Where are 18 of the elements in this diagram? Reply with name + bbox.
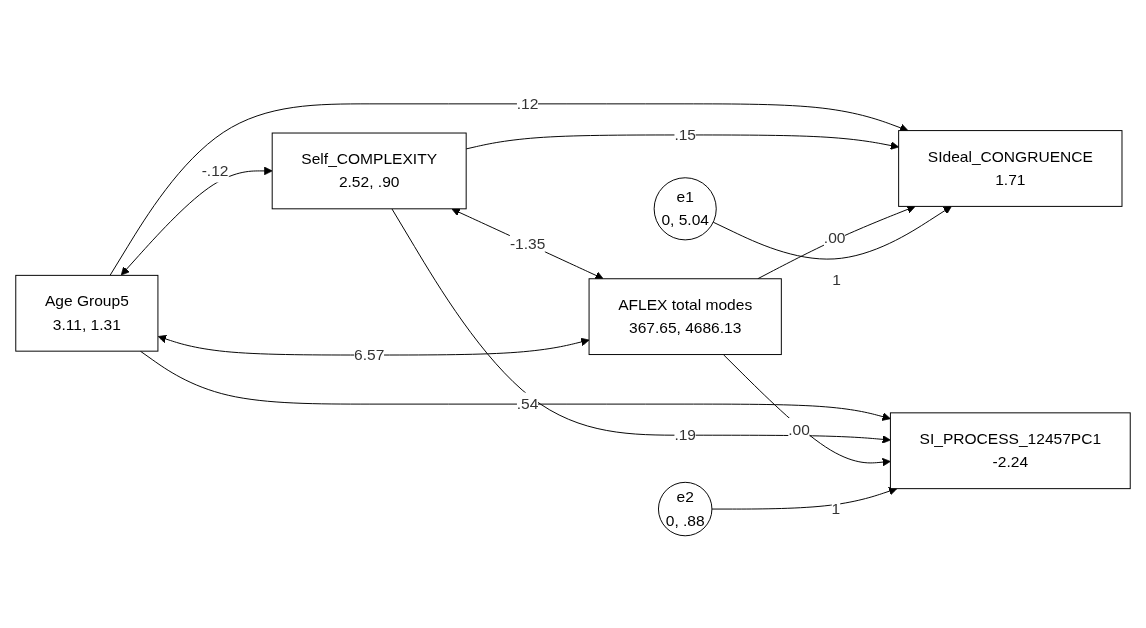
node-box: SI_PROCESS_12457PC1 -2.24 <box>889 412 1131 490</box>
edge-label: .15 <box>674 126 697 143</box>
edge-label: .19 <box>674 426 697 443</box>
edge-label: 1 <box>832 271 841 289</box>
node-circle: e1 0, 5.04 <box>653 177 717 241</box>
edge-label: .12 <box>516 95 539 112</box>
edge-label: 1 <box>831 500 841 517</box>
edge-label: .00 <box>788 420 810 438</box>
node-box: AFLEX total modes 367.65, 4686.13 <box>588 278 782 356</box>
node-box: SIdeal_CONGRUENCE 1.71 <box>898 130 1123 207</box>
edge-label: 6.57 <box>354 346 385 363</box>
edge-label: .00 <box>823 229 846 247</box>
node-circle: e2 0, .88 <box>657 481 713 537</box>
edge-label: .54 <box>516 395 539 412</box>
node-box: Self_COMPLEXITY 2.52, .90 <box>271 132 467 210</box>
node-box: Age Group5 3.11, 1.31 <box>15 274 159 352</box>
edge-label: -1.35 <box>509 235 546 252</box>
edge-label: -.12 <box>201 162 229 179</box>
